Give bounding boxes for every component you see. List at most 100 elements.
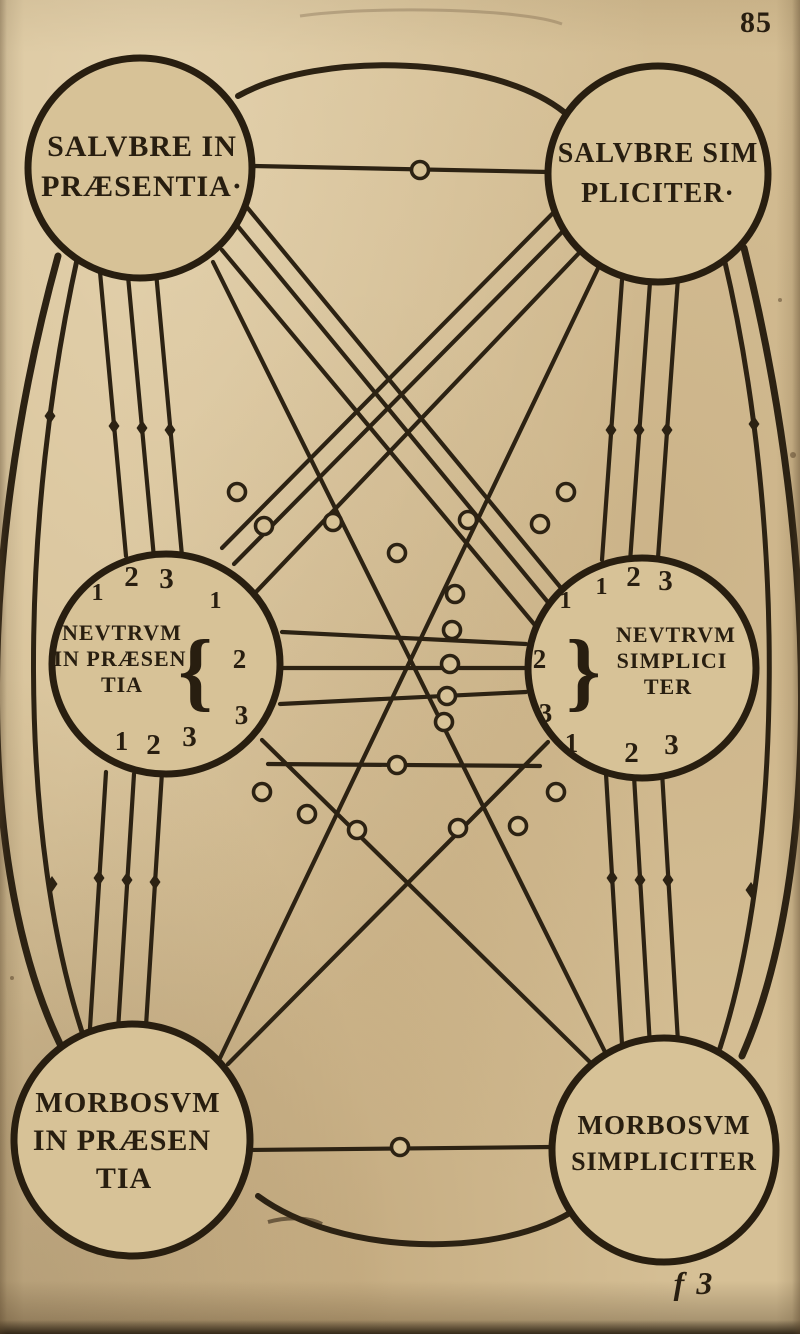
connection-line — [259, 737, 597, 1069]
degree-number: 2 — [533, 644, 548, 674]
node-label-line: MORBOSVM — [578, 1110, 751, 1140]
node-circle — [24, 54, 256, 282]
ring-marker — [296, 803, 318, 825]
ring-marker — [507, 815, 529, 837]
connection-line — [599, 277, 625, 563]
diamond-marker — [606, 870, 618, 886]
diamond-marker — [633, 422, 645, 438]
node-label-line: TIA — [96, 1162, 152, 1195]
signature-mark: f 3 — [674, 1265, 715, 1301]
node-salubre-simpliciter: SALVBRE SIM PLICITER· — [544, 62, 772, 286]
node-circle — [544, 62, 772, 286]
ring-marker — [386, 754, 408, 776]
connection-line — [603, 771, 625, 1047]
diamond-marker — [748, 416, 760, 432]
connection-lines — [0, 62, 800, 1248]
diamond-marker — [149, 874, 161, 890]
ring-marker — [409, 159, 431, 181]
node-label-line: IN PRÆSEN — [53, 646, 186, 671]
ring-marker — [444, 583, 466, 605]
ring-marker — [441, 619, 463, 641]
ring-marker — [251, 781, 273, 803]
connection-arc — [0, 252, 68, 1056]
degree-number: 2 — [124, 561, 140, 593]
ring-marker — [545, 781, 567, 803]
connection-line — [225, 739, 551, 1067]
degree-number: 1 — [210, 588, 223, 614]
diamond-marker — [634, 872, 646, 888]
connection-line — [125, 273, 157, 561]
node-morbosum-in-praesentia: MORBOSVM IN PRÆSEN TIA — [10, 1020, 254, 1260]
degree-number: 3 — [235, 700, 250, 730]
degree-number: 3 — [658, 565, 674, 597]
node-label-line: NEVTRVM — [616, 622, 736, 647]
node-neutrum-in-praesentia: NEVTRVM IN PRÆSEN TIA 1 2 3 { 1 2 3 1 2 … — [48, 550, 284, 778]
diamond-marker — [136, 420, 148, 436]
connection-line — [153, 269, 185, 559]
diamond-marker — [605, 422, 617, 438]
node-label-line: SALVBRE SIM — [558, 138, 759, 169]
connection-line — [243, 203, 569, 597]
node-label-line: TER — [644, 674, 692, 699]
node-salubre-in-praesentia: SALVBRE IN PRÆSENTIA· — [24, 54, 256, 282]
ring-marker — [439, 653, 461, 675]
degree-number: 3 — [664, 729, 680, 761]
degree-number: 3 — [539, 698, 554, 728]
degree-number: 1 — [560, 588, 573, 614]
node-label-line: SALVBRE IN — [47, 130, 237, 163]
page-number: 85 — [740, 6, 772, 39]
ring-marker — [226, 481, 248, 503]
degree-number: 1 — [596, 574, 609, 600]
connection-line — [279, 629, 529, 647]
paper-specks — [10, 8, 796, 1226]
diamond-marker — [93, 870, 105, 886]
ring-marker — [447, 817, 469, 839]
node-circle — [524, 554, 760, 782]
node-label-line: TIA — [101, 672, 143, 697]
connection-arc — [31, 243, 89, 1047]
node-label-line: SIMPLICI — [617, 648, 728, 673]
ring-marker — [253, 515, 275, 537]
connection-line — [251, 163, 551, 175]
connection-line — [87, 769, 109, 1031]
connection-arc — [235, 62, 567, 115]
degree-number: 2 — [146, 729, 162, 761]
diamond-marker — [662, 872, 674, 888]
connection-line — [217, 257, 605, 1061]
ring-marker — [322, 511, 344, 533]
connection-line — [219, 247, 547, 639]
ring-marker — [529, 513, 551, 535]
node-label-line: PLICITER· — [581, 178, 735, 209]
node-circle — [548, 1034, 780, 1266]
connection-line — [115, 771, 137, 1033]
ring-marker — [555, 481, 577, 503]
node-circle — [10, 1020, 254, 1260]
degree-number: 2 — [233, 644, 248, 674]
connection-line — [231, 223, 571, 567]
diamond-marker — [46, 876, 58, 892]
degree-number: 2 — [626, 561, 642, 593]
connection-line — [627, 279, 653, 565]
node-label-line: MORBOSVM — [35, 1087, 220, 1119]
diamond-marker — [121, 872, 133, 888]
degree-number: 1 — [115, 726, 130, 756]
ring-marker — [386, 542, 408, 564]
connection-line — [219, 207, 559, 551]
degree-number: 1 — [92, 580, 105, 606]
node-label-line: IN PRÆSEN — [33, 1124, 211, 1157]
degree-number: 3 — [159, 563, 175, 595]
node-label-line: SIMPLICITER — [571, 1147, 757, 1176]
degree-number: 2 — [624, 737, 640, 769]
node-morbosum-simpliciter: MORBOSVM SIMPLICITER — [548, 1034, 780, 1266]
diamond-marker — [44, 408, 56, 424]
degree-number: 1 — [565, 728, 580, 758]
connection-line — [659, 769, 681, 1045]
connection-line — [233, 221, 559, 615]
diamond-marker — [108, 418, 120, 434]
ring-marker — [436, 685, 458, 707]
connection-line — [97, 269, 129, 559]
brace-icon: { — [178, 623, 214, 720]
degree-number: 3 — [182, 721, 198, 753]
